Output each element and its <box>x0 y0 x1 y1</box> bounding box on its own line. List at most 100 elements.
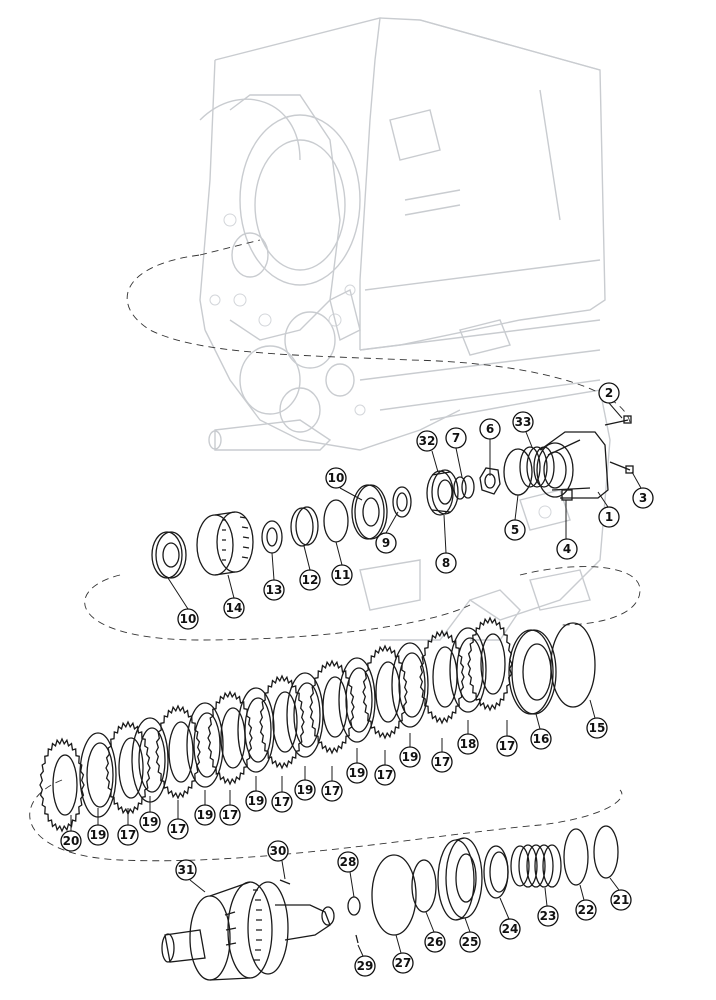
callout-19: 19 <box>346 762 368 784</box>
callout-15: 15 <box>586 717 608 739</box>
callout-19: 19 <box>399 746 421 768</box>
leader-line <box>167 577 189 610</box>
callout-label: 17 <box>120 828 137 842</box>
snap-ring-21 <box>593 825 619 879</box>
callout-circle <box>194 804 216 826</box>
callout-label: 30 <box>270 844 287 858</box>
callout-3: 3 <box>632 487 654 509</box>
steel-clutch-plate <box>338 657 376 743</box>
callout-16: 16 <box>530 728 552 750</box>
callout-circle <box>175 859 197 881</box>
callout-17: 17 <box>117 824 139 846</box>
leader-line <box>385 511 399 534</box>
upper-shaft-parts <box>151 415 634 579</box>
gear-14 <box>196 511 254 576</box>
disc-bore <box>220 707 246 769</box>
callout-label: 4 <box>563 542 571 556</box>
disc-teeth <box>105 720 151 816</box>
leader-line <box>499 897 510 920</box>
callout-circle <box>496 735 518 757</box>
callout-27: 27 <box>392 952 414 974</box>
callout-23: 23 <box>537 905 559 927</box>
leader-line <box>597 491 609 508</box>
callout-circle <box>575 899 597 921</box>
callout-8: 8 <box>435 552 457 574</box>
callout-19: 19 <box>87 824 109 846</box>
toothed-clutch-disc <box>39 737 85 833</box>
callout-label: 17 <box>434 755 451 769</box>
callout-circle <box>610 889 632 911</box>
disc-bore <box>168 721 194 783</box>
callout-22: 22 <box>575 899 597 921</box>
callout-label: 32 <box>419 434 436 448</box>
plate-outer <box>131 717 169 803</box>
callout-label: 7 <box>452 431 460 445</box>
callout-6: 6 <box>479 418 501 440</box>
callout-circle <box>375 532 397 554</box>
callout-label: 19 <box>142 815 159 829</box>
screw-2 <box>604 415 632 426</box>
disc-teeth <box>309 659 355 755</box>
callout-label: 21 <box>613 893 630 907</box>
plate-inner <box>456 637 484 703</box>
plate-outer <box>186 702 224 788</box>
callout-label: 17 <box>324 784 341 798</box>
steel-clutch-plate <box>391 642 429 728</box>
plate-outer <box>449 627 487 713</box>
leader-line <box>227 574 235 599</box>
callout-7: 7 <box>445 427 467 449</box>
callout-circle <box>424 931 446 953</box>
ring-27 <box>371 854 417 936</box>
callout-17: 17 <box>219 804 241 826</box>
callout-circle <box>139 811 161 833</box>
callout-17: 17 <box>374 764 396 786</box>
callout-label: 23 <box>540 909 557 923</box>
callout-31: 31 <box>175 859 197 881</box>
leader-line <box>271 552 275 581</box>
callout-circle <box>294 779 316 801</box>
callout-label: 10 <box>180 612 197 626</box>
callout-10: 10 <box>177 608 199 630</box>
ring-24 <box>483 845 509 899</box>
leader-line <box>303 545 311 571</box>
disc-bore <box>52 754 78 816</box>
callout-circle <box>598 382 620 404</box>
callout-label: 3 <box>639 491 647 505</box>
disc-teeth <box>39 737 85 833</box>
clutch-pack <box>39 616 513 833</box>
callout-label: 31 <box>178 863 195 877</box>
callout-circle <box>416 430 438 452</box>
callout-label: 19 <box>349 766 366 780</box>
callout-19: 19 <box>139 811 161 833</box>
callout-circle <box>177 608 199 630</box>
callout-label: 8 <box>442 556 450 570</box>
plate-inner <box>398 652 426 718</box>
washer-7 <box>453 475 475 500</box>
callout-24: 24 <box>499 918 521 940</box>
callout-circle <box>263 579 285 601</box>
callout-circle <box>117 824 139 846</box>
callout-circle <box>512 411 534 433</box>
callout-circle <box>399 746 421 768</box>
leader-line <box>339 487 363 501</box>
leader-line <box>579 884 585 901</box>
callout-label: 17 <box>377 768 394 782</box>
callout-17: 17 <box>271 791 293 813</box>
callout-label: 19 <box>297 783 314 797</box>
piston-25 <box>437 837 483 921</box>
plate-inner <box>244 697 272 763</box>
callout-circle <box>504 519 526 541</box>
callout-circle <box>87 824 109 846</box>
callout-label: 17 <box>222 808 239 822</box>
callout-30: 30 <box>267 840 289 862</box>
callout-label: 12 <box>302 573 319 587</box>
leader-lines <box>70 402 642 957</box>
spacer-9 <box>392 486 412 518</box>
callout-label: 33 <box>515 415 532 429</box>
plate-inner <box>138 727 166 793</box>
callout-label: 24 <box>502 922 519 936</box>
bearing-10-upper <box>351 484 388 540</box>
callout-label: 17 <box>170 822 187 836</box>
callout-label: 16 <box>533 732 550 746</box>
ring-22 <box>563 828 589 886</box>
